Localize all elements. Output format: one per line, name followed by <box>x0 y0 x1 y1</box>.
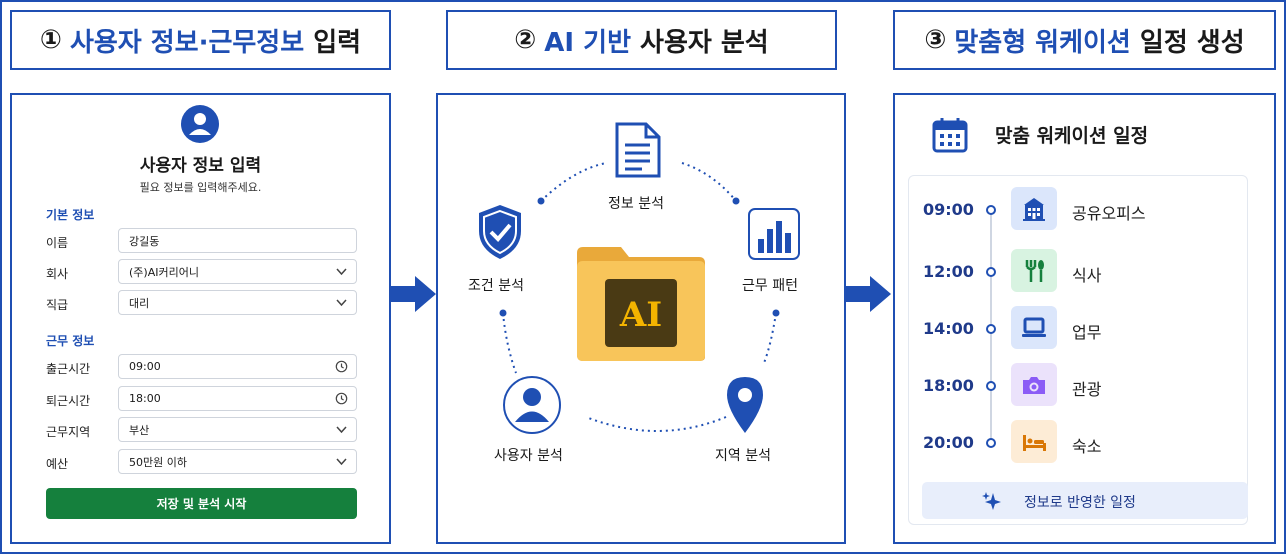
name-label: 이름 <box>46 236 69 250</box>
timeline-dot <box>986 381 996 391</box>
step-3-header: ③ 맞춤형 워케이션 일정 생성 <box>893 10 1276 70</box>
position-value: 대리 <box>129 296 150 310</box>
work-region-value: 부산 <box>129 423 150 437</box>
timeline-dot <box>986 438 996 448</box>
user-info-panel: 사용자 정보 입력 필요 정보를 입력해주세요. 기본 정보 이름 강길동 회사… <box>10 93 391 544</box>
node-region-analysis-label: 지역 분석 <box>715 448 771 464</box>
position-label: 직급 <box>46 298 69 312</box>
ai-center-label: AI <box>619 295 663 335</box>
name-value: 강길동 <box>129 234 160 248</box>
start-time-field[interactable]: 09:00 <box>118 354 357 379</box>
end-time-label: 퇴근시간 <box>46 394 91 408</box>
timeline-dot <box>986 205 996 215</box>
step-3-number: ③ <box>924 25 947 55</box>
schedule-item-name: 관광 <box>1072 380 1102 399</box>
sparkle-icon <box>982 492 1001 510</box>
start-time-label: 출근시간 <box>46 362 91 376</box>
chevron-down-icon <box>336 426 347 434</box>
schedule-title: 맞춤 워케이션 일정 <box>995 125 1149 147</box>
schedule-item-name: 식사 <box>1072 266 1102 285</box>
save-and-analyze-button[interactable]: 저장 및 분석 시작 <box>46 488 357 519</box>
clock-icon <box>335 392 348 405</box>
budget-value: 50만원 이하 <box>129 455 187 469</box>
schedule-time: 18:00 <box>923 376 974 395</box>
user-avatar-icon <box>181 105 219 143</box>
step-3-rest: 일정 생성 <box>1130 27 1245 58</box>
chevron-down-icon <box>336 458 347 466</box>
form-subtitle: 필요 정보를 입력해주세요. <box>139 181 262 194</box>
user-icon <box>503 376 561 434</box>
schedule-time: 12:00 <box>923 262 974 281</box>
work-region-select[interactable]: 부산 <box>118 417 357 442</box>
schedule-item-name: 숙소 <box>1072 437 1102 456</box>
company-label: 회사 <box>46 267 69 281</box>
schedule-reflect-banner: 정보로 반영한 일정 <box>922 482 1248 519</box>
step-2-header: ② AI 기반 사용자 분석 <box>446 10 837 70</box>
arrow-right-icon <box>391 276 436 312</box>
start-time-value: 09:00 <box>129 360 161 373</box>
work-region-label: 근무지역 <box>46 425 91 439</box>
end-time-field[interactable]: 18:00 <box>118 386 357 411</box>
schedule-list: 09:00 공유오피스 12:00 식사 14:00 업무 18:00 관광 2… <box>908 175 1248 525</box>
arrow-right-icon <box>846 276 891 312</box>
basic-info-section-label: 기본 정보 <box>46 208 95 222</box>
camera-icon <box>1011 363 1057 406</box>
node-condition-analysis-label: 조건 분석 <box>468 278 524 294</box>
schedule-panel: 맞춤 워케이션 일정 09:00 공유오피스 12:00 식사 14:00 업무… <box>893 93 1276 544</box>
step-2-rest: 사용자 분석 <box>631 27 769 58</box>
step-1-header: ① 사용자 정보·근무정보 입력 <box>10 10 391 70</box>
position-select[interactable]: 대리 <box>118 290 357 315</box>
bed-icon <box>1011 420 1057 463</box>
work-info-section-label: 근무 정보 <box>46 334 95 348</box>
analysis-connectors <box>499 162 780 432</box>
laptop-icon <box>1011 306 1057 349</box>
timeline-dot <box>986 324 996 334</box>
timeline-dot <box>986 267 996 277</box>
company-select[interactable]: (주)AI커리어니 <box>118 259 357 284</box>
step-1-highlight: 사용자 정보·근무정보 <box>69 27 305 58</box>
budget-label: 예산 <box>46 457 69 471</box>
schedule-reflect-label: 정보로 반영한 일정 <box>1024 495 1136 511</box>
bar-chart-icon <box>748 208 800 260</box>
utensils-icon <box>1011 249 1057 292</box>
step-1-rest: 입력 <box>304 27 362 58</box>
building-icon <box>1011 187 1057 230</box>
schedule-item-name: 공유오피스 <box>1072 204 1146 223</box>
node-info-analysis-label: 정보 분석 <box>608 196 664 212</box>
step-1-number: ① <box>39 25 62 55</box>
chevron-down-icon <box>336 268 347 276</box>
step-2-number: ② <box>514 25 537 55</box>
form-title: 사용자 정보 입력 <box>139 156 262 176</box>
shield-check-icon <box>479 205 521 259</box>
schedule-time: 14:00 <box>923 319 974 338</box>
calendar-icon <box>932 118 968 153</box>
chevron-down-icon <box>336 299 347 307</box>
location-pin-icon <box>727 377 763 433</box>
budget-select[interactable]: 50만원 이하 <box>118 449 357 474</box>
ai-folder-icon <box>577 247 705 361</box>
company-value: (주)AI커리어니 <box>129 265 199 279</box>
schedule-item-name: 업무 <box>1072 323 1102 342</box>
step-3-highlight: 맞춤형 워케이션 <box>954 27 1131 58</box>
node-user-analysis-label: 사용자 분석 <box>494 448 563 464</box>
ai-analysis-panel: 정보 분석 근무 패턴 조건 분석 AI 사용자 분석 지역 분석 <box>436 93 846 544</box>
end-time-value: 18:00 <box>129 392 161 405</box>
name-field[interactable]: 강길동 <box>118 228 357 253</box>
document-icon <box>615 122 661 178</box>
node-work-pattern-label: 근무 패턴 <box>742 278 798 294</box>
schedule-time: 09:00 <box>923 200 974 219</box>
schedule-time: 20:00 <box>923 433 974 452</box>
clock-icon <box>335 360 348 373</box>
step-2-highlight: AI 기반 <box>544 27 631 58</box>
